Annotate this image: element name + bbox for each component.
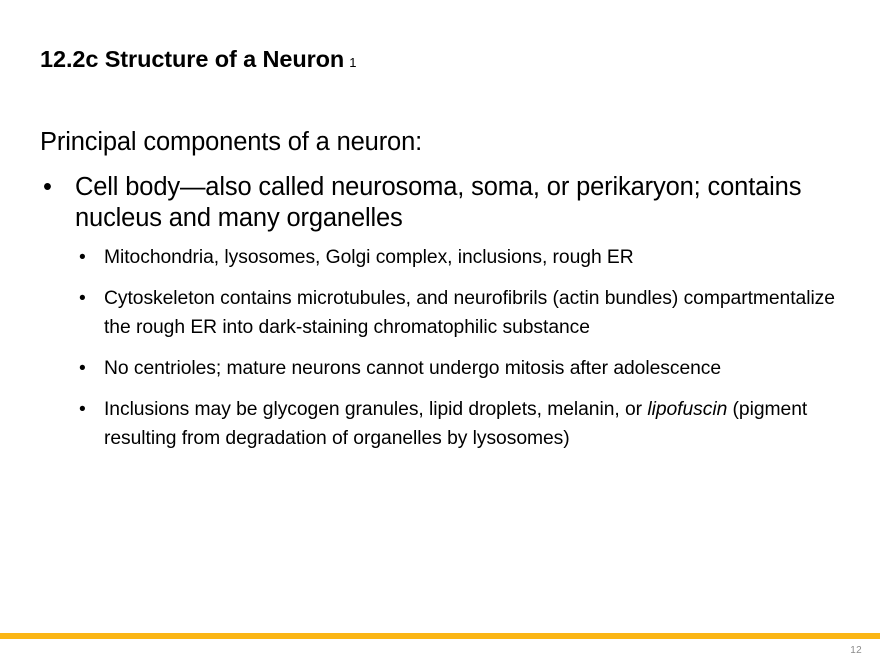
list-item-text-before-italic: Inclusions may be glycogen granules, lip…	[104, 399, 648, 421]
bullet-dot-icon: •	[43, 173, 52, 202]
footer-accent-rule	[0, 633, 880, 639]
list-item-text-after-italic: (pigment resulting from degradation of o…	[104, 399, 808, 450]
slide-body: Principal components of a neuron: • Cell…	[40, 127, 848, 454]
bullet-dot-icon: •	[79, 358, 86, 380]
list-item-no-centrioles: • No centrioles; mature neurons cannot u…	[40, 355, 848, 384]
list-item-text: No centrioles; mature neurons cannot und…	[104, 358, 722, 380]
page-number: 12	[850, 645, 862, 656]
list-item-italic-term: lipofuscin	[647, 399, 728, 421]
page-title-suffix: 1	[349, 55, 357, 70]
bullet-dot-icon: •	[79, 399, 86, 421]
list-item-inclusions: • Inclusions may be glycogen granules, li…	[40, 396, 848, 454]
list-item-text: Mitochondria, lysosomes, Golgi complex, …	[104, 247, 634, 269]
list-item-text: Cytoskeleton contains microtubules, and …	[104, 288, 835, 339]
list-item-mitochondria: • Mitochondria, lysosomes, Golgi complex…	[40, 244, 848, 273]
bullet-dot-icon: •	[79, 247, 86, 269]
list-item-cytoskeleton: • Cytoskeleton contains microtubules, an…	[40, 285, 848, 343]
page-title: 12.2c Structure of a Neuron	[40, 46, 345, 72]
bullet-level2-list: • Mitochondria, lysosomes, Golgi complex…	[40, 244, 848, 454]
bullet-level1-text: Cell body—also called neurosoma, soma, o…	[75, 173, 802, 233]
bullet-dot-icon: •	[79, 288, 86, 310]
lead-line: Principal components of a neuron:	[40, 128, 423, 156]
slide-title-block: 12.2c Structure of a Neuron 1	[40, 46, 840, 73]
bullet-level1-cell-body: • Cell body—also called neurosoma, soma,…	[40, 172, 848, 234]
